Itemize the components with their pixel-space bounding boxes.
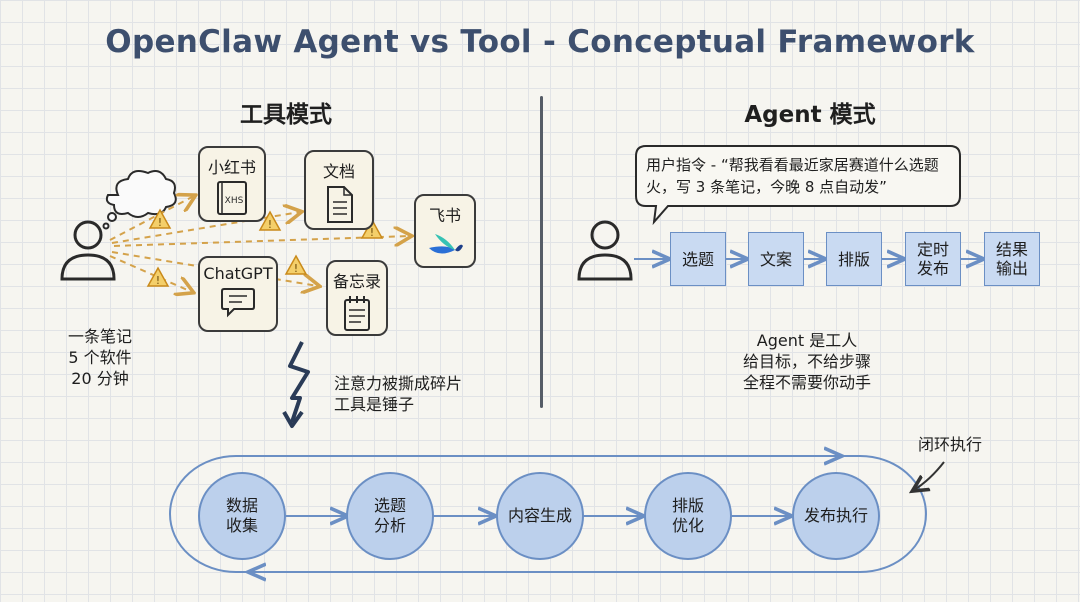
app-chatgpt-label: ChatGPT xyxy=(203,264,273,283)
user-icon xyxy=(60,220,116,281)
lightning-icon xyxy=(288,341,310,423)
chat-bubble-icon xyxy=(221,288,255,318)
loop-node-optimize: 排版 优化 xyxy=(644,472,732,560)
app-feishu: 飞书 xyxy=(414,194,476,268)
arrow-to-xhs xyxy=(109,196,194,241)
svg-text:!: ! xyxy=(158,216,162,229)
app-memo: 备忘录 xyxy=(326,260,388,336)
notepad-icon xyxy=(344,296,370,331)
step-schedule: 定时 发布 xyxy=(905,232,961,286)
loop-node-generate: 内容生成 xyxy=(496,472,584,560)
step-topic: 选题 xyxy=(670,232,726,286)
svg-text:!: ! xyxy=(156,274,160,287)
feishu-bird-icon xyxy=(429,234,463,254)
app-xhs-label: 小红书 xyxy=(207,158,256,177)
svg-text:!: ! xyxy=(268,218,272,231)
book-icon: XHS xyxy=(217,181,247,215)
tool-mode-heading: 工具模式 xyxy=(240,102,332,128)
loop-node-collect: 数据 收集 xyxy=(198,472,286,560)
agent-mode-heading: Agent 模式 xyxy=(744,102,876,128)
page-title: OpenClaw Agent vs Tool - Conceptual Fram… xyxy=(105,24,975,60)
warning-icon: ! xyxy=(258,210,282,231)
app-chatgpt: ChatGPT xyxy=(198,256,278,332)
loop-node-publish: 发布执行 xyxy=(792,472,880,560)
app-memo-label: 备忘录 xyxy=(332,272,381,291)
loop-node-analyze: 选题 分析 xyxy=(346,472,434,560)
document-icon xyxy=(327,186,353,223)
curved-arrow-icon xyxy=(914,461,945,490)
app-doc-label: 文档 xyxy=(322,162,355,181)
stat-line: 20 分钟 xyxy=(71,369,129,388)
stat-line: 一条笔记 xyxy=(67,327,132,346)
thought-cloud-icon xyxy=(102,170,177,230)
step-layout: 排版 xyxy=(826,232,882,286)
speech-bubble xyxy=(635,145,961,226)
xhs-icon-text: XHS xyxy=(225,196,244,206)
tool-mode-notes: 注意力被撕成碎片 工具是锤子 xyxy=(334,373,514,415)
summary-line: Agent 是工人 xyxy=(756,331,858,350)
warning-icon: ! xyxy=(148,208,172,229)
loop-label: 闭环执行 xyxy=(918,435,983,454)
svg-text:!: ! xyxy=(294,262,298,275)
arrow-to-feishu xyxy=(113,236,410,247)
warning-icon: ! xyxy=(284,254,308,275)
step-copy: 文案 xyxy=(748,232,804,286)
step-output: 结果 输出 xyxy=(984,232,1040,286)
note-line: 注意力被撕成碎片 xyxy=(334,374,463,393)
summary-line: 给目标，不给步骤 xyxy=(742,352,871,371)
section-divider xyxy=(540,96,543,408)
summary-line: 全程不需要你动手 xyxy=(742,373,871,392)
tool-mode-stats: 一条笔记 5 个软件 20 分钟 xyxy=(44,326,156,389)
arrow-to-chatgpt xyxy=(109,255,192,292)
app-doc: 文档 xyxy=(304,150,374,230)
user-instruction: 用户指令 - “帮我看看最近家居赛道什么选题火，写 3 条笔记，今晚 8 点自动… xyxy=(646,156,939,196)
agent-mode-summary: Agent 是工人 给目标，不给步骤 全程不需要你动手 xyxy=(702,330,912,393)
agent-user-icon xyxy=(577,220,633,281)
stat-line: 5 个软件 xyxy=(68,348,132,367)
app-feishu-label: 飞书 xyxy=(428,206,461,225)
note-line: 工具是锤子 xyxy=(334,395,415,414)
tool-mode-user xyxy=(60,170,177,281)
app-xhs: 小红书 XHS xyxy=(198,146,266,222)
svg-text:!: ! xyxy=(370,226,374,239)
warning-icon: ! xyxy=(146,266,170,287)
